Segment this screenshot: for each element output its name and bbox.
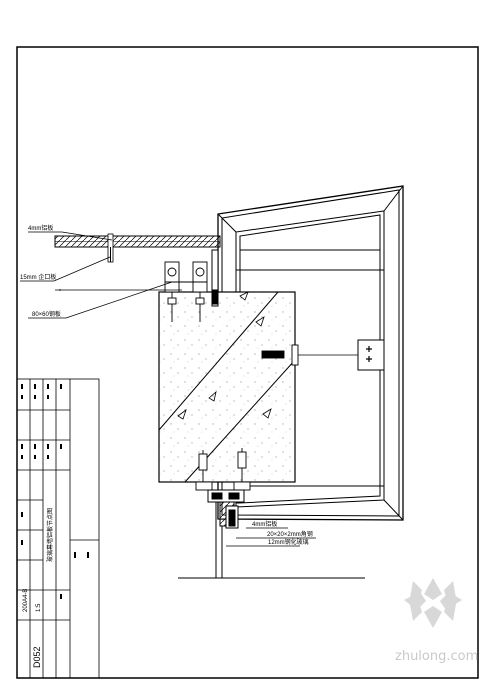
top-panel bbox=[54, 233, 221, 263]
callout-leaders bbox=[20, 231, 316, 547]
paper-size-label: 200A4-B bbox=[23, 589, 29, 612]
drawing-title: 玻璃幕墙铝板节点图 bbox=[46, 508, 54, 562]
watermark-text: zhulong.com bbox=[395, 649, 478, 664]
title-block bbox=[16, 378, 100, 679]
side-bracket bbox=[296, 339, 385, 371]
scale-label: 1:5 bbox=[36, 603, 42, 612]
callout-angle-steel: 20×20×2mm角钢 bbox=[267, 530, 313, 538]
callout-tongue-board: 15mm 企口板 bbox=[20, 273, 56, 281]
sheet-border bbox=[16, 46, 479, 679]
sheet-number: D052 bbox=[32, 646, 42, 668]
title-block-marks bbox=[21, 384, 89, 599]
callout-tempered-glass: 12mm钢化玻璃 bbox=[268, 538, 309, 546]
callout-aluminum-panel-bottom: 4mm铝板 bbox=[252, 520, 277, 528]
callout-steel-plate: 80×60钢板 bbox=[32, 310, 61, 318]
anchor-bolts-top bbox=[164, 261, 208, 322]
concrete-beam bbox=[158, 291, 296, 483]
embed-plate-top bbox=[211, 249, 219, 307]
callout-aluminum-panel-top: 4mm铝板 bbox=[28, 224, 53, 232]
side-bolt bbox=[261, 344, 299, 366]
anchor-bolts-bottom bbox=[195, 448, 251, 491]
zhulong-logo-icon bbox=[404, 578, 462, 628]
bottom-connection bbox=[207, 489, 245, 578]
